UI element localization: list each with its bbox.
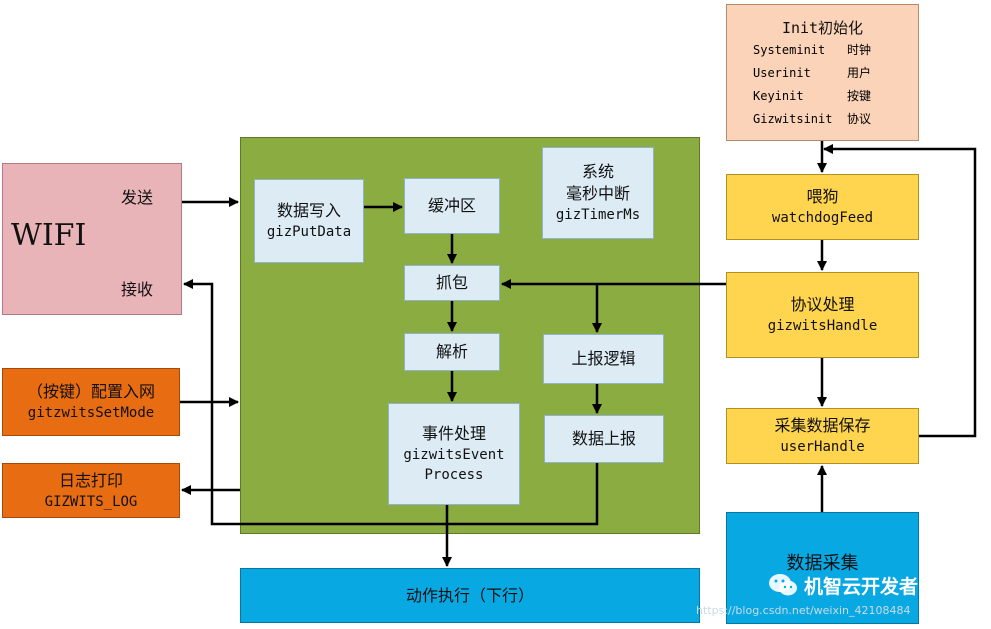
watermark-brand: 机智云开发者 xyxy=(804,576,919,598)
line-save-loop-back xyxy=(823,144,977,438)
watermark-url: https://blog.csdn.net/weixin_42108484 xyxy=(696,604,911,617)
save-node: 采集数据保存 userHandle xyxy=(726,408,919,464)
init-title: Init初始化 xyxy=(781,19,864,37)
wechat-icon xyxy=(768,572,798,598)
put-data-node: 数据写入 gizPutData xyxy=(254,179,364,263)
config-net-node: （按键）配置入网 gitzwitsSetMode xyxy=(2,368,180,436)
wifi-send-label: 发送 xyxy=(121,188,154,207)
capture-node: 抓包 xyxy=(404,265,500,301)
event-node: 事件处理 gizwitsEvent Process xyxy=(388,403,520,505)
collect-node: 数据采集 xyxy=(726,512,919,624)
parse-node: 解析 xyxy=(404,333,500,371)
wifi-receive-label: 接收 xyxy=(121,280,154,299)
line-report-to-wifi-receive xyxy=(183,279,599,526)
data-report-node: 数据上报 xyxy=(544,415,664,463)
watermark: 机智云开发者 https://blog.csdn.net/weixin_4210… xyxy=(696,566,983,624)
buffer-node: 缓冲区 xyxy=(404,178,500,234)
log-node: 日志打印 GIZWITS_LOG xyxy=(2,463,180,518)
watchdog-node: 喂狗 watchdogFeed xyxy=(726,174,919,240)
wifi-box: WIFI 发送 接收 xyxy=(2,163,182,315)
protocol-node: 协议处理 gizwitsHandle xyxy=(726,272,919,358)
report-logic-node: 上报逻辑 xyxy=(543,334,664,384)
timer-node: 系统 毫秒中断 gizTimerMs xyxy=(542,147,654,239)
action-node: 动作执行（下行） xyxy=(240,568,700,623)
wifi-title: WIFI xyxy=(11,218,87,253)
